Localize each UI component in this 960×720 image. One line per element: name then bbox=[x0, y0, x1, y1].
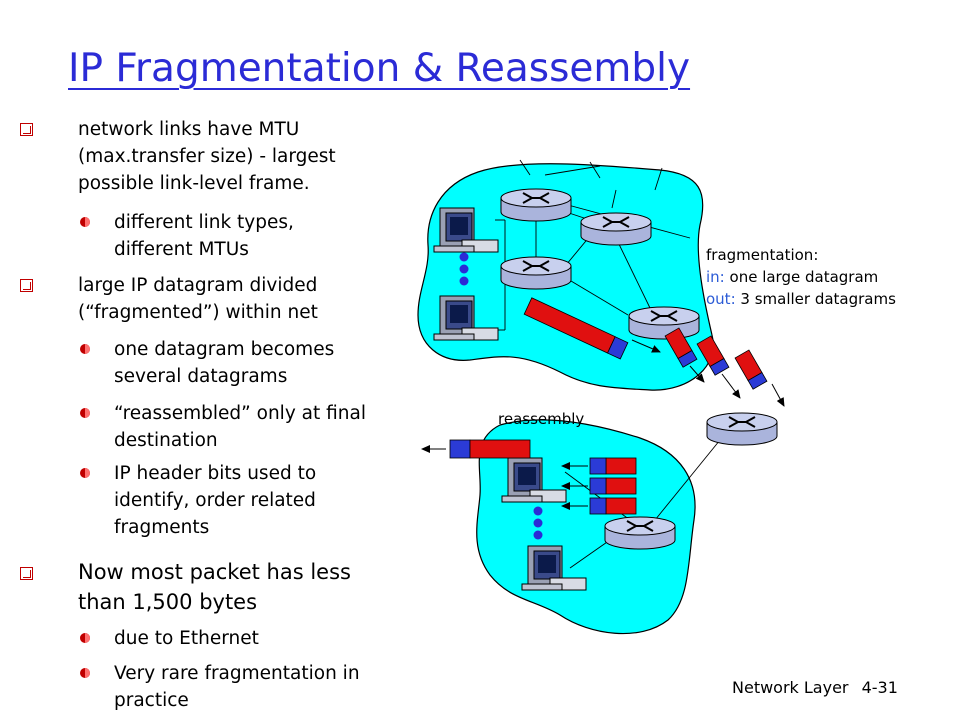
reassembly-label: reassembly bbox=[498, 410, 585, 428]
out-prefix: out: bbox=[706, 290, 736, 308]
bullet-text: possible link-level frame. bbox=[78, 173, 310, 194]
in-prefix: in: bbox=[706, 268, 725, 286]
router-icon bbox=[706, 412, 778, 446]
fragment-datagram bbox=[696, 335, 730, 376]
sub-bullet-text: fragments bbox=[114, 517, 210, 538]
fragment-datagram bbox=[734, 349, 768, 390]
checkbox-bullet-icon bbox=[20, 123, 33, 136]
router-icon bbox=[500, 188, 572, 222]
round-bullet-icon bbox=[80, 468, 90, 478]
slide-title: IP Fragmentation & Reassembly bbox=[68, 46, 691, 91]
in-text: one large datagram bbox=[729, 268, 879, 286]
sub-bullet-text: “reassembled” only at final bbox=[114, 403, 366, 424]
bullet-text: network links have MTU bbox=[78, 119, 300, 140]
sub-bullet-text: different link types, bbox=[114, 212, 294, 233]
fragmentation-in-line: in: one large datagram bbox=[706, 266, 878, 288]
reassembled-datagram bbox=[449, 439, 531, 459]
computer-icon bbox=[501, 457, 567, 503]
round-bullet-icon bbox=[80, 633, 90, 643]
sub-bullet-text: one datagram becomes bbox=[114, 339, 335, 360]
bullet-text: than 1,500 bytes bbox=[78, 590, 258, 614]
router-icon bbox=[500, 256, 572, 290]
bullet-text: (max.transfer size) - largest bbox=[78, 146, 336, 167]
slide-footer: Network Layer 4-31 bbox=[732, 678, 898, 697]
router-icon bbox=[628, 306, 700, 340]
router-icon bbox=[604, 516, 676, 550]
page-number: 4-31 bbox=[861, 678, 898, 697]
arrows bbox=[561, 462, 588, 510]
sub-bullet-text: different MTUs bbox=[114, 239, 249, 260]
round-bullet-icon bbox=[80, 344, 90, 354]
round-bullet-icon bbox=[80, 408, 90, 418]
checkbox-bullet-icon bbox=[20, 279, 33, 292]
fragmentation-out-line: out: 3 smaller datagrams bbox=[706, 288, 896, 310]
checkbox-bullet-icon bbox=[20, 567, 33, 580]
arrow bbox=[631, 339, 661, 353]
sub-bullet-text: IP header bits used to bbox=[114, 463, 317, 484]
router-icon bbox=[580, 212, 652, 246]
sub-bullet-text: practice bbox=[114, 690, 189, 711]
bullet-list: network links have MTU (max.transfer siz… bbox=[0, 0, 430, 720]
large-datagram bbox=[523, 297, 629, 360]
round-bullet-icon bbox=[80, 217, 90, 227]
sub-bullet-text: due to Ethernet bbox=[114, 628, 259, 649]
computer-icon bbox=[433, 295, 499, 341]
bullet-text: (“fragmented”) within net bbox=[78, 302, 318, 323]
chapter-label: Network Layer bbox=[732, 678, 849, 697]
fragment-datagram bbox=[664, 327, 698, 368]
round-bullet-icon bbox=[80, 668, 90, 678]
bullet-text: Now most packet has less bbox=[78, 560, 351, 584]
computer-icon bbox=[433, 207, 499, 253]
bullet-text: large IP datagram divided bbox=[78, 275, 318, 296]
sub-bullet-text: several datagrams bbox=[114, 366, 288, 387]
computer-icon bbox=[521, 545, 587, 591]
ellipsis-dots-icon bbox=[459, 252, 543, 540]
sub-bullet-text: identify, order related bbox=[114, 490, 316, 511]
arrows bbox=[689, 365, 785, 407]
reassembly-fragments bbox=[589, 457, 637, 515]
sub-bullet-text: Very rare fragmentation in bbox=[114, 663, 360, 684]
fragmentation-label: fragmentation: bbox=[706, 246, 819, 264]
out-text: 3 smaller datagrams bbox=[740, 290, 896, 308]
sub-bullet-text: destination bbox=[114, 430, 218, 451]
